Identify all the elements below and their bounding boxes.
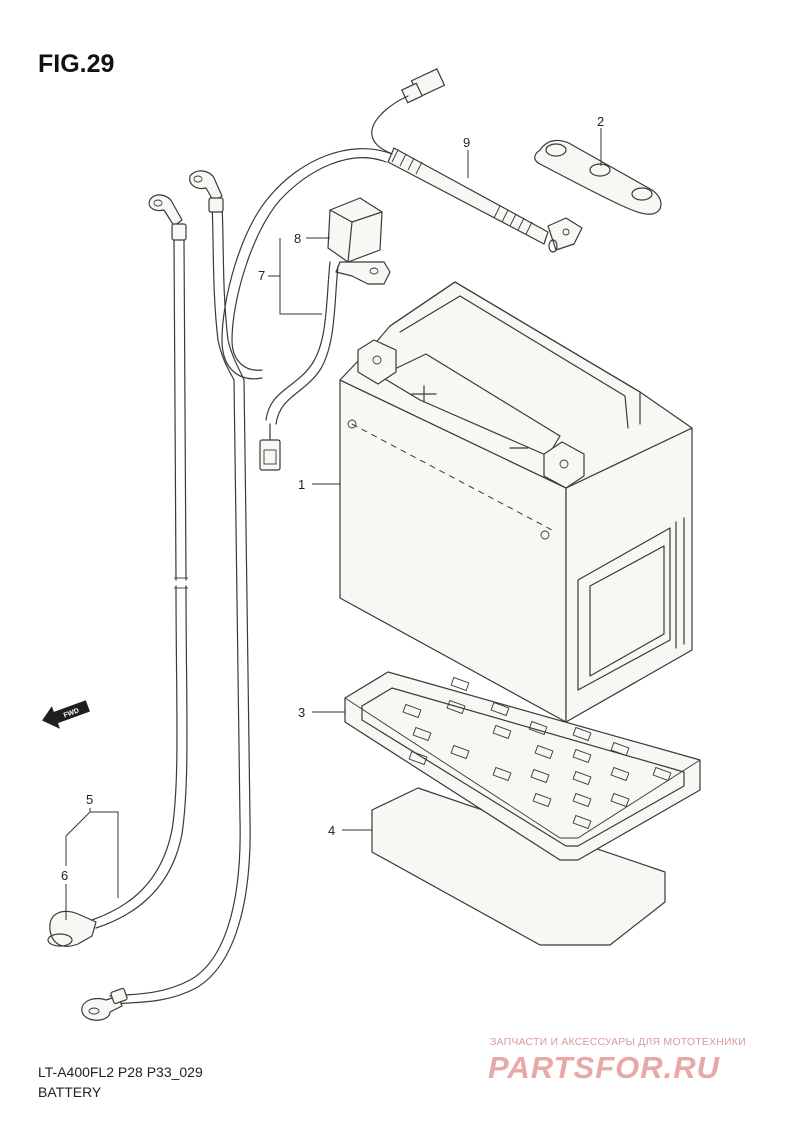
- section-name: BATTERY: [38, 1084, 102, 1100]
- positive-lead-cable[interactable]: [109, 148, 393, 1005]
- figure-title: FIG.29: [38, 50, 115, 78]
- callout-labels: 1 2 3 4 5 6 7 8 9: [61, 114, 604, 883]
- tray-slots: [402, 676, 672, 830]
- callout-4[interactable]: 4: [328, 823, 335, 838]
- callout-9[interactable]: 9: [463, 135, 470, 150]
- callout-2[interactable]: 2: [597, 114, 604, 129]
- fwd-arrow: FWD: [42, 700, 90, 729]
- part-8-relay[interactable]: [327, 197, 391, 285]
- part-7-relay-lead[interactable]: [259, 261, 339, 471]
- callout-1[interactable]: 1: [298, 477, 305, 492]
- part-6-terminal-cap[interactable]: [47, 910, 97, 947]
- callout-3[interactable]: 3: [298, 705, 305, 720]
- watermark-logo: PARTSFOR.RU: [488, 1050, 721, 1085]
- model-code: LT-A400FL2 P28 P33_029: [38, 1064, 203, 1080]
- part-1-battery[interactable]: [339, 281, 693, 723]
- negative-ring-terminal[interactable]: [81, 987, 128, 1021]
- sleeve-ribs: [391, 149, 533, 235]
- callout-7[interactable]: 7: [258, 268, 265, 283]
- part-5-negative-lead[interactable]: [91, 194, 188, 929]
- part-4-battery-pad[interactable]: [371, 787, 666, 946]
- part-2-battery-holder[interactable]: [534, 139, 662, 215]
- callout-6[interactable]: 6: [61, 868, 68, 883]
- callout-8[interactable]: 8: [294, 231, 301, 246]
- watermark-tagline: ЗАПЧАСТИ И АКСЕССУАРЫ ДЛЯ МОТОТЕХНИКИ: [490, 1036, 746, 1048]
- part-9-cable-sleeve[interactable]: [371, 68, 583, 253]
- callout-5[interactable]: 5: [86, 792, 93, 807]
- leader-lines: [65, 128, 602, 920]
- part-3-battery-tray[interactable]: [344, 671, 701, 861]
